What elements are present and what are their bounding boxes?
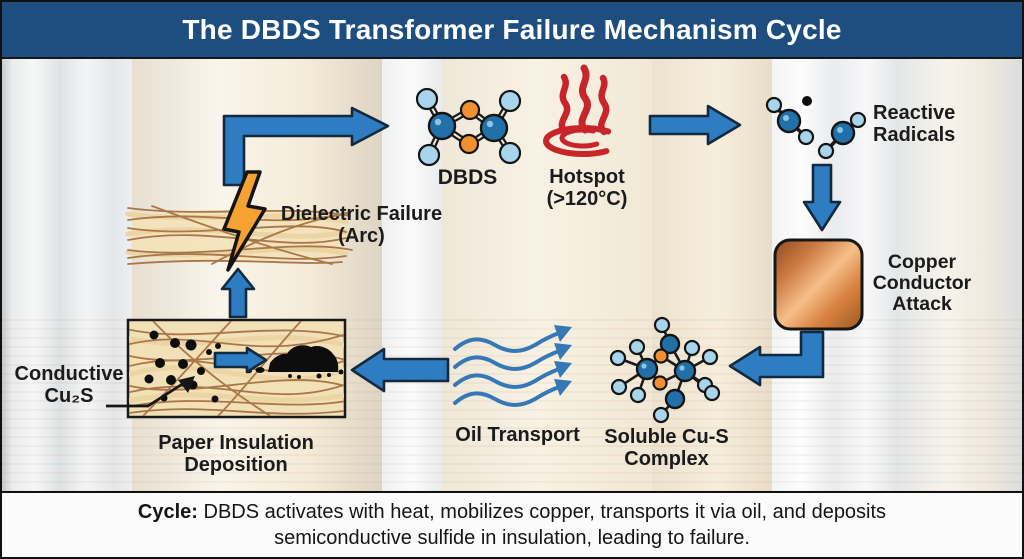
label-conductive-cu2s: Conductive Cu₂S [14, 363, 124, 407]
label-copper-attack: Copper Conductor Attack [872, 251, 972, 316]
label-dbds: DBDS [437, 166, 498, 189]
label-dielectric-failure: Dielectric Failure (Arc) [280, 203, 443, 247]
caption-prefix: Cycle: [137, 500, 198, 523]
label-oil-transport: Oil Transport [455, 424, 580, 446]
page-title: The DBDS Transformer Failure Mechanism C… [182, 13, 842, 45]
bg-panel-left [2, 59, 132, 491]
label-paper-deposition: Paper Insulation Deposition [158, 432, 314, 476]
label-reactive-radicals: Reactive Radicals [873, 102, 956, 146]
title-bar: The DBDS Transformer Failure Mechanism C… [2, 2, 1022, 59]
caption-bar: Cycle: DBDS activates with heat, mobiliz… [2, 491, 1022, 557]
label-soluble-complex: Soluble Cu-S Complex [604, 426, 729, 470]
caption-text: Cycle: DBDS activates with heat, mobiliz… [137, 500, 887, 549]
label-hotspot: Hotspot (>120°C) [546, 166, 628, 210]
